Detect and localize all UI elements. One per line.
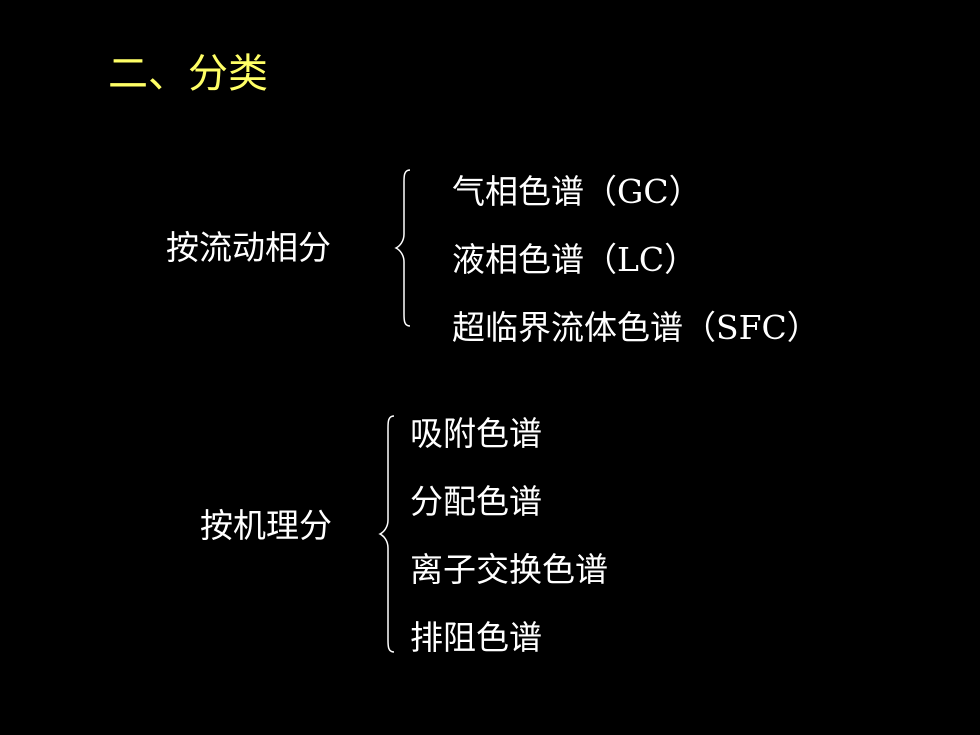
- group-label-mobile-phase: 按流动相分: [166, 228, 331, 267]
- item-gc: 气相色谱（GC）: [452, 172, 702, 211]
- group-label-mechanism: 按机理分: [200, 506, 332, 545]
- item-size-exclusion: 排阻色谱: [410, 618, 542, 657]
- item-ion-exchange: 离子交换色谱: [410, 550, 608, 589]
- item-sfc: 超临界流体色谱（SFC）: [452, 308, 820, 347]
- brace-mobile-phase: [394, 169, 411, 327]
- slide-title: 二、分类: [108, 51, 268, 97]
- item-partition: 分配色谱: [410, 482, 542, 521]
- item-adsorption: 吸附色谱: [410, 414, 542, 453]
- item-lc: 液相色谱（LC）: [452, 240, 698, 279]
- brace-mechanism: [378, 415, 395, 653]
